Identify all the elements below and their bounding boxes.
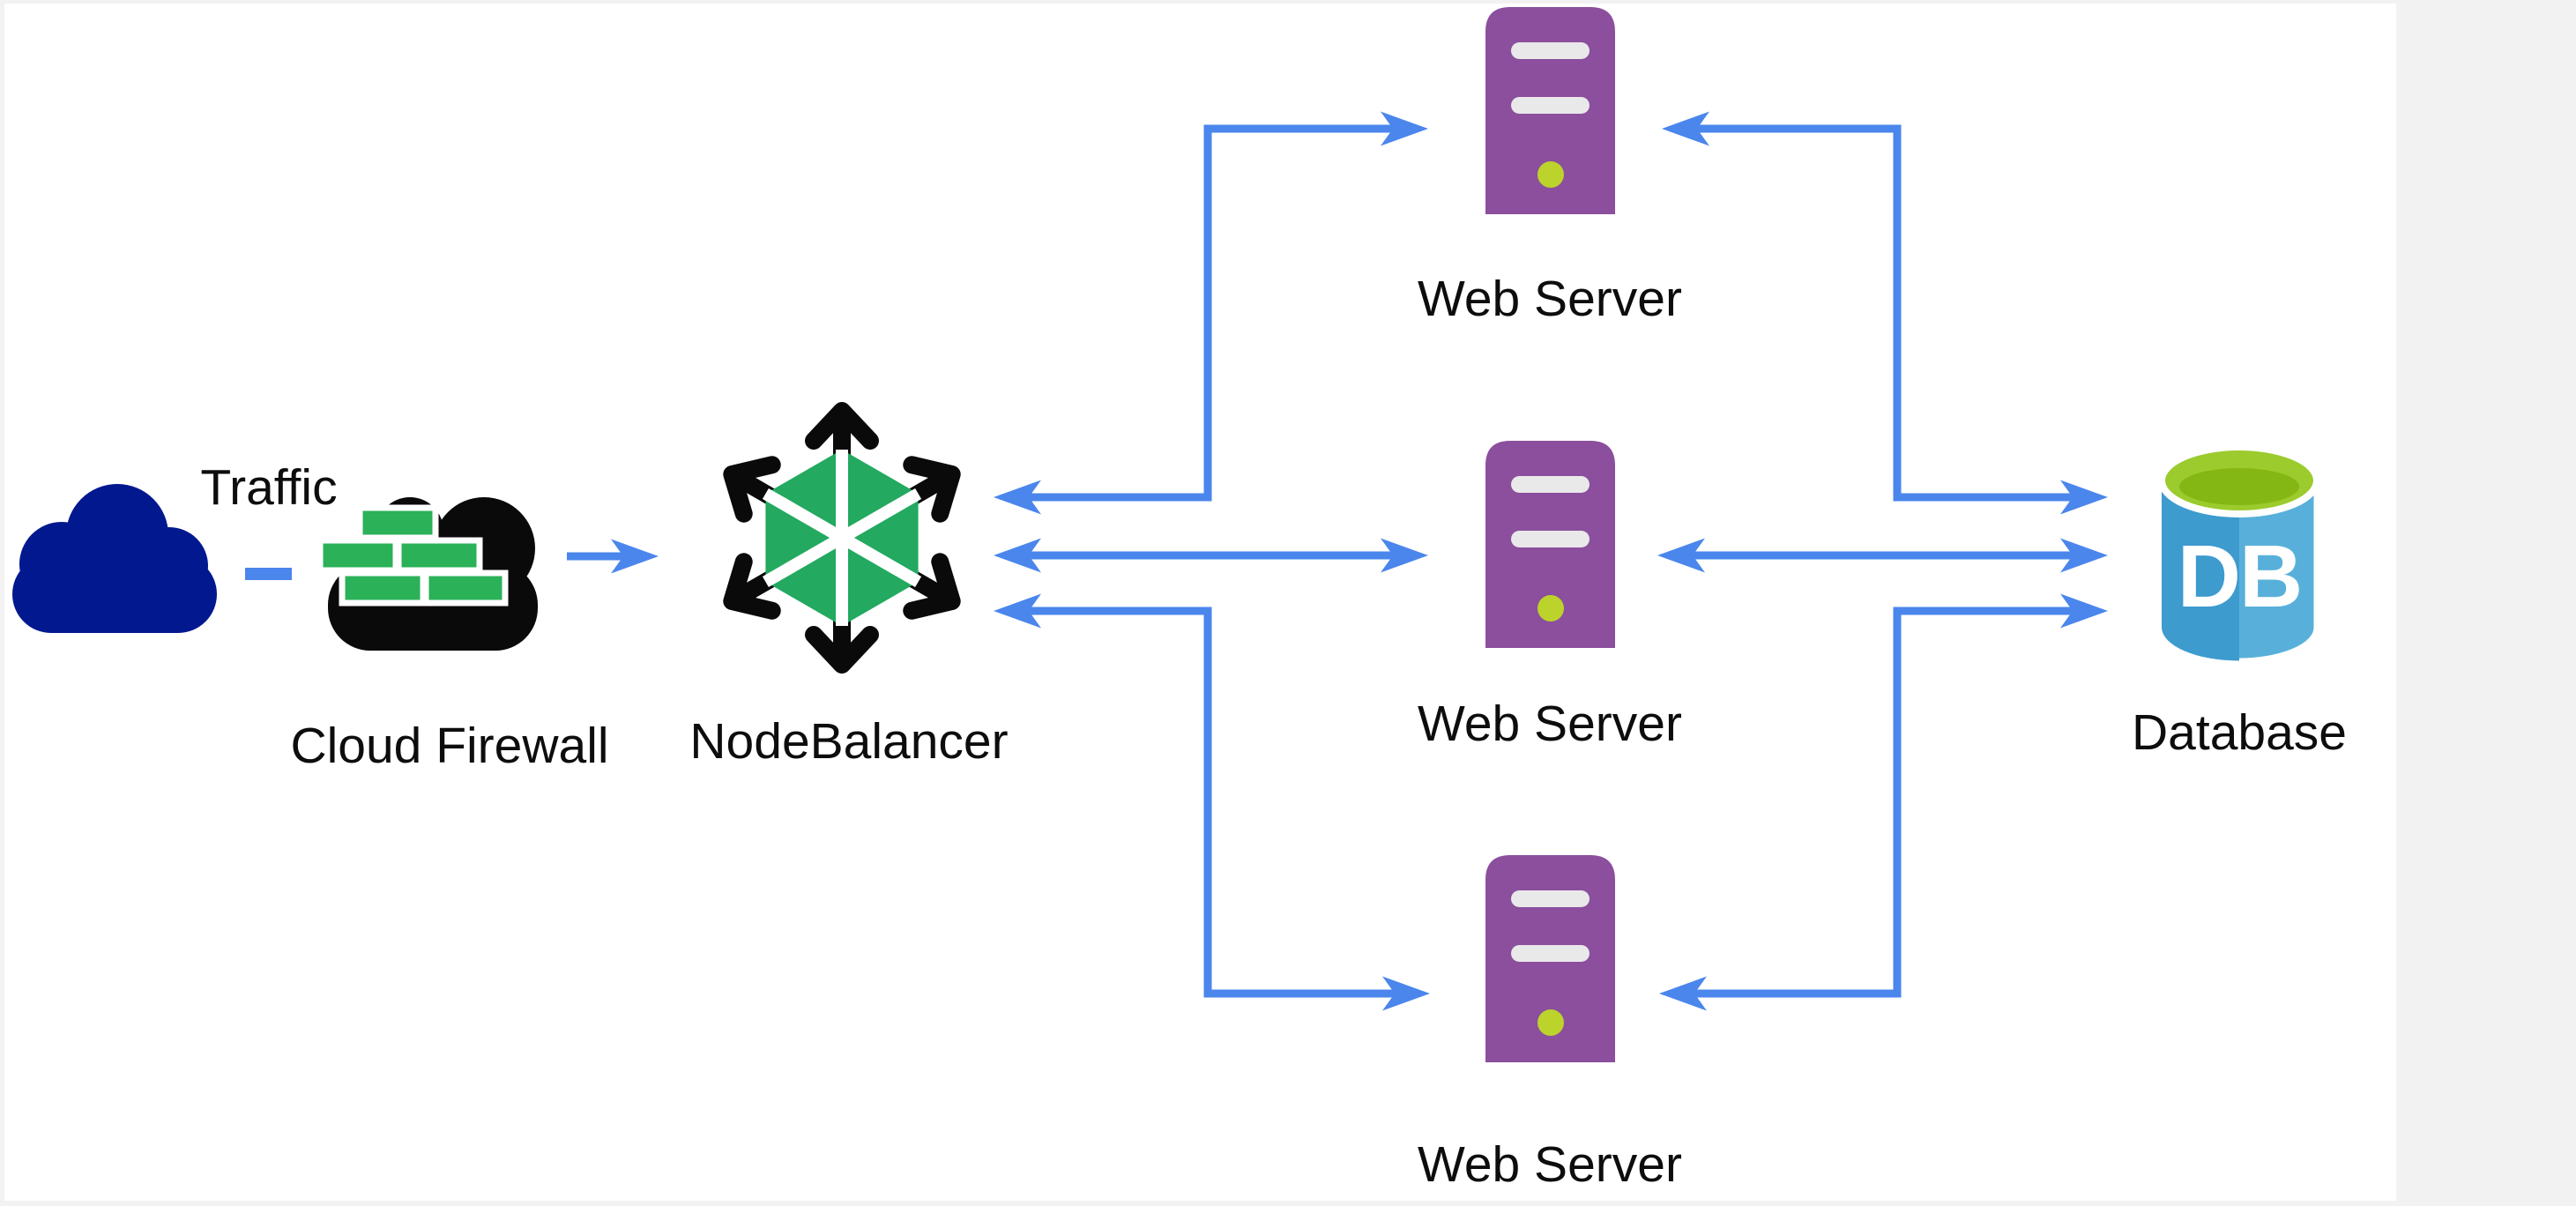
nodebalancer-webserver-2-arrowhead [1381,538,1428,573]
webserver-1-database-arrowhead [1662,111,1709,146]
webserver-3-database-arrowhead [1659,976,1707,1011]
webserver-3-database-arrowhead [2060,593,2108,629]
webserver-2-database-arrowhead [2060,538,2108,573]
nodebalancer-icon [718,411,965,665]
web-server-3-icon [1485,855,1615,1062]
connector-layer [245,111,2108,1011]
database-label: Database [2131,704,2348,761]
webserver-1-database-arrowhead [2060,480,2108,515]
nodebalancer-webserver-1 [1029,124,1393,502]
nodebalancer-label: NodeBalancer [689,713,1009,770]
webserver-1-database [1697,124,2073,502]
nodebalancer-webserver-1-arrowhead [994,480,1041,515]
nodebalancer-webserver-3 [1029,607,1395,998]
web-server-2-label: Web Server [1418,696,1682,752]
traffic-label: Traffic [200,459,338,516]
web-server-2-icon [1485,441,1615,648]
nodebalancer-webserver-1-arrowhead [1381,111,1428,146]
firewall-to-nodebalancer-arrowhead [611,539,659,574]
nodebalancer-webserver-3-arrowhead [1382,976,1430,1011]
web-server-3-label: Web Server [1418,1136,1682,1193]
database-icon-text: DB [2178,527,2301,626]
webserver-3-database [1694,607,2073,998]
traffic-cloud-icon [12,484,217,633]
cloud-firewall-label: Cloud Firewall [290,718,609,774]
web-server-1-label: Web Server [1418,271,1682,327]
cloud-firewall-icon [316,497,538,651]
web-server-1-icon [1485,7,1615,214]
nodebalancer-webserver-3-arrowhead [994,593,1041,629]
webserver-2-database-arrowhead [1657,538,1705,573]
database-icon: DB [2158,443,2320,665]
nodebalancer-webserver-2-arrowhead [994,538,1041,573]
